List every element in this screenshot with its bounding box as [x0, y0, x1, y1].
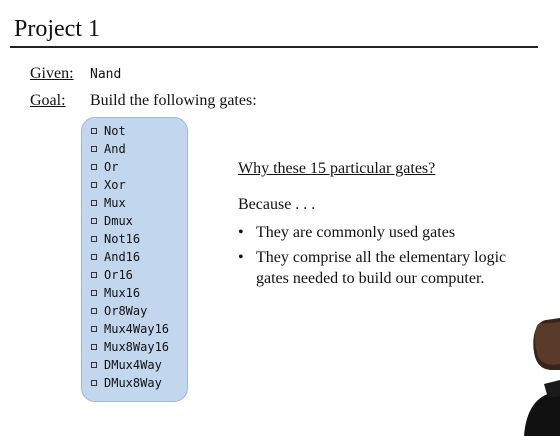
- reason-text: They are commonly used gates: [256, 224, 456, 241]
- square-bullet-icon: [91, 325, 97, 332]
- gate-list: Not And Or Xor Mux Dmux Not16 And16 Or16…: [91, 122, 169, 392]
- because-text: Because . . .: [238, 196, 316, 213]
- square-bullet-icon: [91, 361, 97, 368]
- square-bullet-icon: [91, 343, 97, 350]
- gate-item: Mux16: [91, 284, 169, 302]
- square-bullet-icon: [91, 253, 97, 260]
- gate-item: Xor: [91, 176, 169, 194]
- gate-list-panel: [81, 117, 188, 402]
- given-label: Given:: [30, 65, 74, 82]
- presenter-video-silhouette: [524, 300, 560, 436]
- gate-name: Xor: [104, 178, 126, 192]
- square-bullet-icon: [91, 307, 97, 314]
- gate-name: And16: [104, 250, 141, 264]
- reason-item: • They comprise all the elementary logic …: [238, 247, 528, 289]
- gate-item: DMux8Way: [91, 374, 169, 392]
- gate-item: Or: [91, 158, 169, 176]
- square-bullet-icon: [91, 145, 97, 152]
- square-bullet-icon: [91, 271, 97, 278]
- gate-name: Mux4Way16: [104, 322, 170, 336]
- gate-name: Not: [104, 124, 126, 138]
- bullet-dot-icon: •: [238, 224, 244, 241]
- gate-name: Mux: [104, 196, 126, 210]
- gate-item: And: [91, 140, 169, 158]
- bullet-dot-icon: •: [238, 249, 244, 266]
- gate-name: Or8Way: [104, 304, 148, 318]
- reason-item: • They are commonly used gates: [238, 222, 528, 243]
- gate-item: Not16: [91, 230, 169, 248]
- gate-name: DMux8Way: [104, 376, 162, 390]
- gate-item: And16: [91, 248, 169, 266]
- gate-name: Mux16: [104, 286, 141, 300]
- gate-name: DMux4Way: [104, 358, 162, 372]
- gate-item: Mux: [91, 194, 169, 212]
- gate-item: Or8Way: [91, 302, 169, 320]
- gate-item: Not: [91, 122, 169, 140]
- gate-item: Mux4Way16: [91, 320, 169, 338]
- square-bullet-icon: [91, 163, 97, 170]
- goal-value: Build the following gates:: [90, 92, 257, 109]
- square-bullet-icon: [91, 289, 97, 296]
- why-heading: Why these 15 particular gates?: [238, 160, 436, 177]
- square-bullet-icon: [91, 235, 97, 242]
- square-bullet-icon: [91, 217, 97, 224]
- gate-name: Dmux: [104, 214, 133, 228]
- gate-item: Or16: [91, 266, 169, 284]
- gate-name: Not16: [104, 232, 141, 246]
- square-bullet-icon: [91, 379, 97, 386]
- reason-text: They comprise all the elementary logic g…: [256, 249, 507, 287]
- gate-item: Dmux: [91, 212, 169, 230]
- square-bullet-icon: [91, 127, 97, 134]
- gate-item: DMux4Way: [91, 356, 169, 374]
- square-bullet-icon: [91, 199, 97, 206]
- title-divider: [10, 46, 538, 48]
- gate-item: Mux8Way16: [91, 338, 169, 356]
- given-value: Nand: [90, 67, 122, 82]
- gate-name: Mux8Way16: [104, 340, 170, 354]
- goal-label: Goal:: [30, 92, 66, 109]
- square-bullet-icon: [91, 181, 97, 188]
- reason-list: • They are commonly used gates • They comp…: [238, 222, 528, 293]
- gate-name: Or: [104, 160, 119, 174]
- gate-name: Or16: [104, 268, 133, 282]
- gate-name: And: [104, 142, 126, 156]
- slide-title: Project 1: [14, 16, 100, 42]
